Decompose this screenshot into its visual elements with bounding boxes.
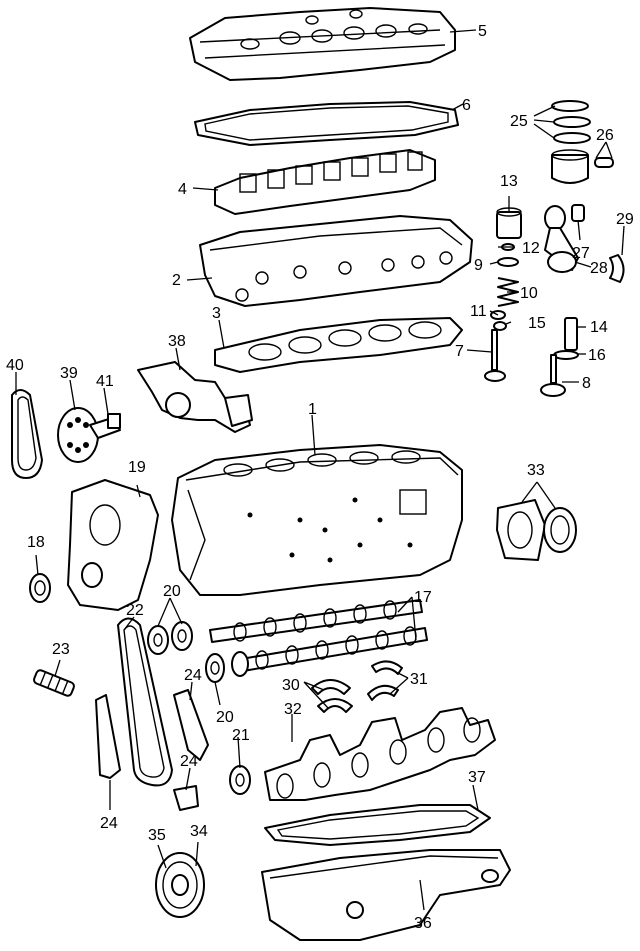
head-gasket[interactable]	[214, 317, 463, 373]
rod-bearing[interactable]	[609, 254, 625, 283]
crank-sprocket[interactable]	[205, 653, 225, 683]
callout-labels: 1 2 3 4 5 6 7 8 9 10 11 12 13 14 15 16 1…	[6, 23, 634, 932]
callout-18: 18	[27, 534, 45, 551]
callout-8: 8	[582, 375, 591, 392]
callout-19: 19	[128, 459, 146, 476]
callout-32: 32	[284, 701, 302, 718]
callout-24c: 24	[100, 815, 118, 832]
callout-30: 30	[282, 677, 300, 694]
callout-13: 13	[500, 173, 518, 190]
callout-40: 40	[6, 357, 24, 374]
callout-7: 7	[455, 343, 464, 360]
callout-28: 28	[590, 260, 608, 277]
callout-34: 34	[190, 823, 208, 840]
exhaust-valve[interactable]	[540, 354, 566, 397]
crankshaft[interactable]	[264, 707, 496, 801]
callout-39: 39	[60, 365, 78, 382]
rear-main-seal[interactable]	[496, 499, 577, 561]
valve-guide[interactable]	[553, 317, 579, 360]
spring-retainer[interactable]	[497, 257, 519, 267]
callout-1: 1	[308, 401, 317, 418]
callout-20a: 20	[163, 583, 181, 600]
callout-26: 26	[596, 127, 614, 144]
drive-belt[interactable]	[11, 389, 43, 479]
valve-stem-seal[interactable]	[490, 310, 507, 331]
callout-38: 38	[168, 333, 186, 350]
piston[interactable]	[551, 149, 614, 184]
leader-lines	[15, 29, 625, 911]
callout-6: 6	[462, 97, 471, 114]
crankshaft-gear[interactable]	[229, 765, 251, 795]
chain-tensioner[interactable]	[33, 669, 75, 697]
intake-valve[interactable]	[484, 329, 506, 382]
callout-5: 5	[478, 23, 487, 40]
callout-17: 17	[414, 589, 432, 606]
callout-35: 35	[148, 827, 166, 844]
vibration-damper[interactable]	[155, 852, 205, 918]
callout-2: 2	[172, 272, 181, 289]
valve-cover-gasket[interactable]	[194, 101, 459, 146]
timing-chain[interactable]	[117, 617, 173, 787]
exhaust-camshaft[interactable]	[231, 626, 428, 677]
callout-37: 37	[468, 769, 486, 786]
callout-36: 36	[414, 915, 432, 932]
callout-23: 23	[52, 641, 70, 658]
front-seal[interactable]	[29, 573, 51, 603]
callout-15: 15	[528, 315, 546, 332]
chain-guide-lower[interactable]	[173, 785, 199, 811]
callout-20b: 20	[216, 709, 234, 726]
callout-10: 10	[520, 285, 538, 302]
thrust-bearing-lower[interactable]	[311, 679, 353, 713]
camshaft-sprocket-pair[interactable]	[147, 621, 193, 655]
cylinder-head[interactable]	[199, 215, 473, 307]
chain-guide-right[interactable]	[173, 689, 209, 761]
callout-3: 3	[212, 305, 221, 322]
callout-33: 33	[527, 462, 545, 479]
oil-pan[interactable]	[261, 849, 511, 941]
intermediate-gear[interactable]	[57, 407, 99, 463]
front-timing-cover[interactable]	[67, 479, 159, 611]
chain-guide-left[interactable]	[95, 694, 121, 779]
callout-22: 22	[126, 602, 144, 619]
callout-12: 12	[522, 240, 540, 257]
callout-25: 25	[510, 113, 528, 130]
oil-pump[interactable]	[137, 361, 253, 433]
callout-31: 31	[410, 671, 428, 688]
callout-16: 16	[588, 347, 606, 364]
callout-24b: 24	[180, 753, 198, 770]
valve-tappet[interactable]	[496, 207, 522, 239]
callout-4: 4	[178, 181, 187, 198]
oil-pan-gasket[interactable]	[264, 804, 491, 846]
callout-27: 27	[572, 245, 590, 262]
connecting-rod[interactable]	[544, 204, 585, 273]
callout-41: 41	[96, 373, 114, 390]
callout-14: 14	[590, 319, 608, 336]
thrust-bearing-upper[interactable]	[367, 660, 403, 701]
callout-9: 9	[474, 257, 483, 274]
valve-cover[interactable]	[189, 7, 456, 81]
callout-21: 21	[232, 727, 250, 744]
engine-block[interactable]	[171, 444, 463, 596]
intake-camshaft[interactable]	[209, 599, 423, 643]
callout-29: 29	[616, 211, 634, 228]
callout-11: 11	[470, 303, 487, 320]
piston-rings[interactable]	[551, 100, 591, 144]
callout-24a: 24	[184, 667, 202, 684]
camshaft-carrier[interactable]	[214, 149, 436, 215]
gear-shaft[interactable]	[89, 413, 121, 439]
